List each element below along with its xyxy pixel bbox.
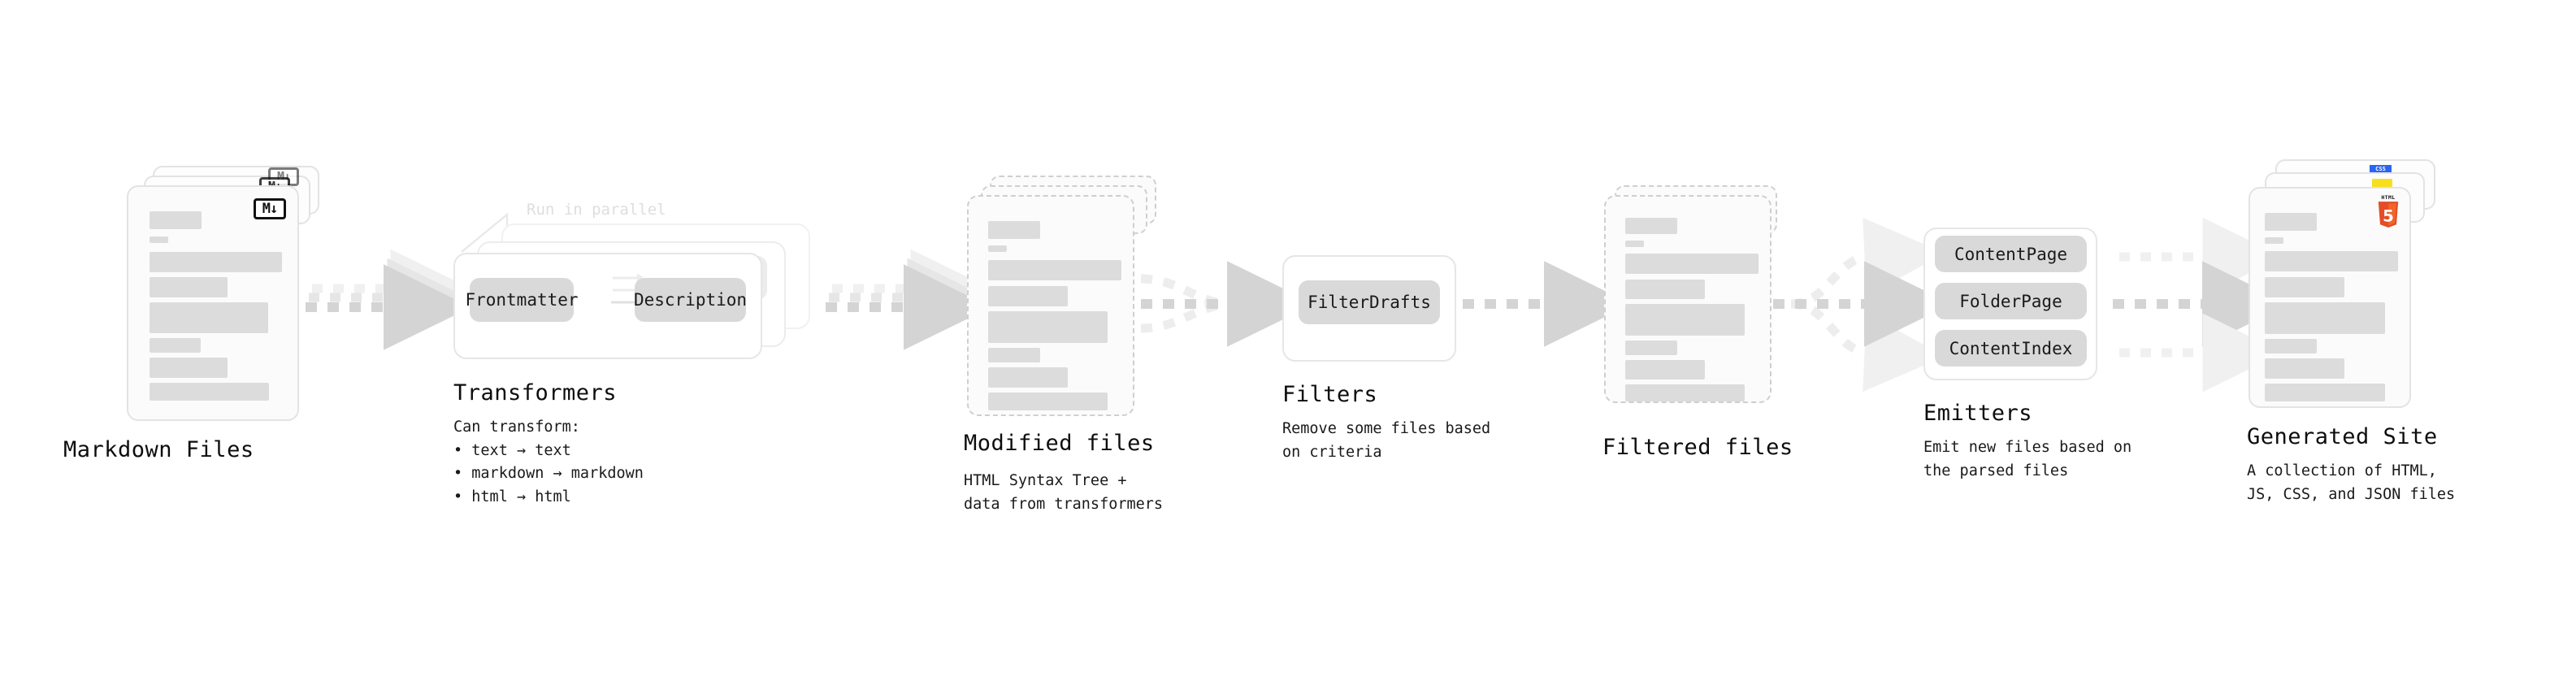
markdown-card[interactable]: M↓ [127,185,299,421]
stage-modified-files: Modified files HTML Syntax Tree + data f… [0,0,1178,681]
skeleton-bar [150,338,201,353]
caption-sub-generated-site: A collection of HTML, JS, CSS, and JSON … [2247,462,2456,503]
skeleton-bar [1625,384,1745,401]
skeleton-bar [1625,218,1677,234]
skeleton-bar [988,367,1068,388]
skeleton-bar [150,277,228,297]
caption-title-modified-files: Modified files [964,431,1155,456]
skeleton-bar [2265,384,2385,401]
skeleton-bar [150,383,269,401]
skeleton-bar [2265,251,2398,271]
skeleton-bar [150,302,268,333]
skeleton-bar [150,252,282,272]
skeleton-bar [150,236,168,243]
skeleton-bar [988,348,1040,362]
caption-sub-modified-files: HTML Syntax Tree + data from transformer… [964,472,1164,513]
stage-emitters: ContentPage FolderPage ContentIndex Emit… [1923,228,2131,479]
skeleton-bar [988,260,1121,280]
filtered-card[interactable] [1604,195,1772,403]
svg-text:5: 5 [2383,206,2394,225]
skeleton-bar [988,393,1108,410]
transformers-chip-frontmatter[interactable]: Frontmatter [465,278,579,322]
skeleton-bar [1625,340,1677,355]
html5-icon: HTML 5 [2376,195,2400,229]
run-in-parallel-label: Run in parallel [527,201,666,219]
markdown-badge: M↓ [254,198,286,219]
html5-icon-label: HTML [2381,194,2396,201]
emitters-chip-folderpage[interactable]: FolderPage [1935,283,2087,319]
modified-card[interactable] [967,195,1134,416]
skeleton-bar [1625,304,1745,336]
caption-title-transformers: Transformers [453,380,618,406]
skeleton-bar [2265,358,2344,379]
skeleton-bar [1625,360,1705,380]
site-card[interactable]: HTML 5 [2249,187,2411,408]
stage-filtered-files: Filtered files [1602,185,1793,460]
caption-sub-emitters: Emit new files based on the parsed files [1923,439,2132,479]
caption-title-generated-site: Generated Site [2247,424,2438,449]
skeleton-bar [2265,213,2317,231]
skeleton-bar [988,286,1068,306]
skeleton-bar [2265,339,2317,354]
caption-sub-transformers: Can transform: • text → text • markdown … [453,419,644,506]
skeleton-bar [150,211,202,229]
stage-transformers: Run in parallel Frontmatter Description … [0,0,861,681]
css-badge-label: CSS [2370,165,2392,174]
emitters-chip-contentindex[interactable]: ContentIndex [1935,330,2087,367]
skeleton-bar [150,358,228,378]
transformers-chip-description[interactable]: Description [634,278,747,322]
caption-title-emitters: Emitters [1923,401,2033,426]
caption-title-markdown-files: Markdown Files [63,437,254,462]
caption-title-filtered-files: Filtered files [1602,435,1793,460]
caption-sub-filters: Remove some files based on criteria [1282,420,1491,461]
caption-title-filters: Filters [1282,382,1378,407]
skeleton-bar [1625,280,1705,299]
emitters-chip-contentpage[interactable]: ContentPage [1935,236,2087,272]
skeleton-bar [2265,302,2385,334]
skeleton-bar [988,245,1007,252]
stage-filters: FilterDrafts Filters Remove some files b… [1282,255,1490,461]
skeleton-bar [988,221,1040,239]
skeleton-bar [1625,254,1759,274]
skeleton-bar [988,311,1108,343]
skeleton-bar [2265,277,2344,297]
filters-chip-filterdrafts[interactable]: FilterDrafts [1299,280,1440,324]
skeleton-bar [1625,241,1644,247]
skeleton-bar [2265,237,2283,244]
stage-markdown-files: M↓ M↓ M↓ Markdown Files [0,0,341,681]
